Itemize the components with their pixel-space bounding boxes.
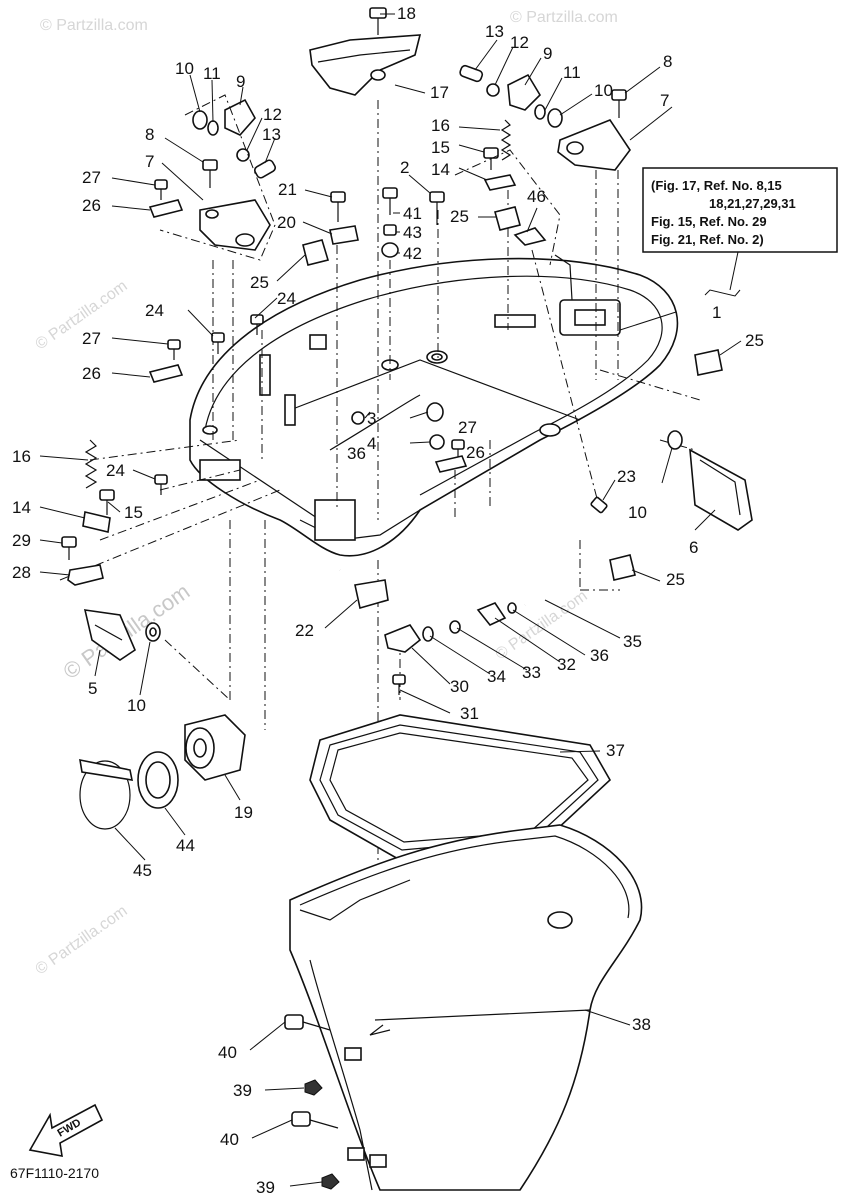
lower-left-parts	[79, 714, 246, 830]
reference-line-4: Fig. 21, Ref. No. 2)	[651, 232, 764, 247]
callout-19: 19	[234, 803, 253, 822]
callout-39-upper: 39	[233, 1081, 252, 1100]
callout-14-right: 14	[431, 160, 450, 179]
callout-12-right: 12	[510, 33, 529, 52]
callout-14-left: 14	[12, 498, 31, 517]
callout-18: 18	[397, 4, 416, 23]
callout-35: 35	[623, 632, 642, 651]
callout-15-right: 15	[431, 138, 450, 157]
callout-27-mid-left: 27	[82, 329, 101, 348]
callout-29: 29	[12, 531, 31, 550]
watermark-top-right: © Partzilla.com	[510, 9, 618, 26]
hose-assembly	[339, 565, 553, 695]
callout-11-left: 11	[203, 64, 221, 83]
watermark-top-left: © Partzilla.com	[40, 17, 148, 34]
callout-27-top-left: 27	[82, 168, 101, 187]
callout-13-left: 13	[262, 125, 281, 144]
diagram-code: 67F1110-2170	[10, 1165, 99, 1181]
upper-right-parts	[429, 64, 631, 266]
watermark-center-right: © Partzilla.com	[493, 588, 591, 664]
callout-43: 43	[403, 223, 422, 242]
callout-24-top: 24	[277, 289, 296, 308]
callout-3: 3	[367, 409, 376, 428]
callout-10-left: 10	[175, 59, 194, 78]
callout-21: 21	[278, 180, 297, 199]
callout-45: 45	[133, 861, 152, 880]
callout-23: 23	[617, 467, 636, 486]
callout-46: 46	[527, 187, 546, 206]
fwd-arrow: FWD	[28, 1103, 104, 1157]
callout-25-right: 25	[745, 331, 764, 350]
callout-44: 44	[176, 836, 195, 855]
callout-16-right: 16	[431, 116, 450, 135]
reference-line-3: Fig. 15, Ref. No. 29	[651, 214, 767, 229]
callout-25-center-left: 25	[250, 273, 269, 292]
callout-26-top-left: 26	[82, 196, 101, 215]
callout-31: 31	[460, 704, 479, 723]
reference-line-2: 18,21,27,29,31	[709, 196, 796, 211]
callout-41: 41	[403, 204, 422, 223]
reference-line-1: (Fig. 17, Ref. No. 8,15	[651, 178, 782, 193]
callout-5: 5	[88, 679, 97, 698]
callout-40-lower: 40	[220, 1130, 239, 1149]
callout-10-bottom-left: 10	[127, 696, 146, 715]
callout-28: 28	[12, 563, 31, 582]
callout-24-left: 24	[145, 301, 164, 320]
callout-12-left: 12	[263, 105, 282, 124]
callout-9-left: 9	[236, 72, 245, 91]
callout-26-center: 26	[466, 443, 485, 462]
callout-9-right: 9	[543, 44, 552, 63]
callout-36-right: 36	[590, 646, 609, 665]
callout-25-top-right: 25	[450, 207, 469, 226]
callout-25-lower-right: 25	[666, 570, 685, 589]
callout-27-center: 27	[458, 418, 477, 437]
callout-42: 42	[403, 244, 422, 263]
callout-13-right: 13	[485, 22, 504, 41]
callout-40-upper: 40	[218, 1043, 237, 1062]
callout-16-left: 16	[12, 447, 31, 466]
callout-17: 17	[430, 83, 449, 102]
callout-8-right: 8	[663, 52, 672, 71]
callout-22: 22	[295, 621, 314, 640]
callout-labels: 18 17 13 12 9 11 10 8 7 16 15 14 2 25 46…	[12, 4, 764, 1197]
reference-box: (Fig. 17, Ref. No. 8,15 18,21,27,29,31 F…	[642, 167, 838, 297]
callout-33: 33	[522, 663, 541, 682]
callout-34: 34	[487, 667, 506, 686]
callout-32: 32	[557, 655, 576, 674]
callout-30: 30	[450, 677, 469, 696]
left-side-parts	[61, 439, 168, 661]
callout-38: 38	[632, 1015, 651, 1034]
callout-7-right: 7	[660, 91, 669, 110]
callout-6: 6	[689, 538, 698, 557]
right-side-parts	[351, 349, 753, 581]
callout-24-low-left: 24	[106, 461, 125, 480]
callout-1: 1	[712, 303, 721, 322]
callout-26-mid-left: 26	[82, 364, 101, 383]
callout-8-left: 8	[145, 125, 154, 144]
bottom-fasteners	[284, 1014, 387, 1190]
callout-20: 20	[277, 213, 296, 232]
center-top-parts	[148, 7, 422, 383]
callout-39-lower: 39	[256, 1178, 275, 1197]
callout-10-right: 10	[594, 81, 613, 100]
callout-10-right-low: 10	[628, 503, 647, 522]
callout-36-center: 36	[347, 444, 366, 463]
lower-cover-38	[289, 824, 643, 1191]
watermark-bottom-left: © Partzilla.com	[33, 903, 131, 979]
callout-11-right: 11	[563, 63, 581, 82]
callout-37: 37	[606, 741, 625, 760]
leader-lines	[39, 13, 742, 1187]
callout-4: 4	[367, 434, 376, 453]
callout-7-left: 7	[145, 152, 154, 171]
callout-15-left: 15	[124, 503, 143, 522]
upper-left-parts	[148, 94, 276, 261]
callout-2: 2	[400, 158, 409, 177]
